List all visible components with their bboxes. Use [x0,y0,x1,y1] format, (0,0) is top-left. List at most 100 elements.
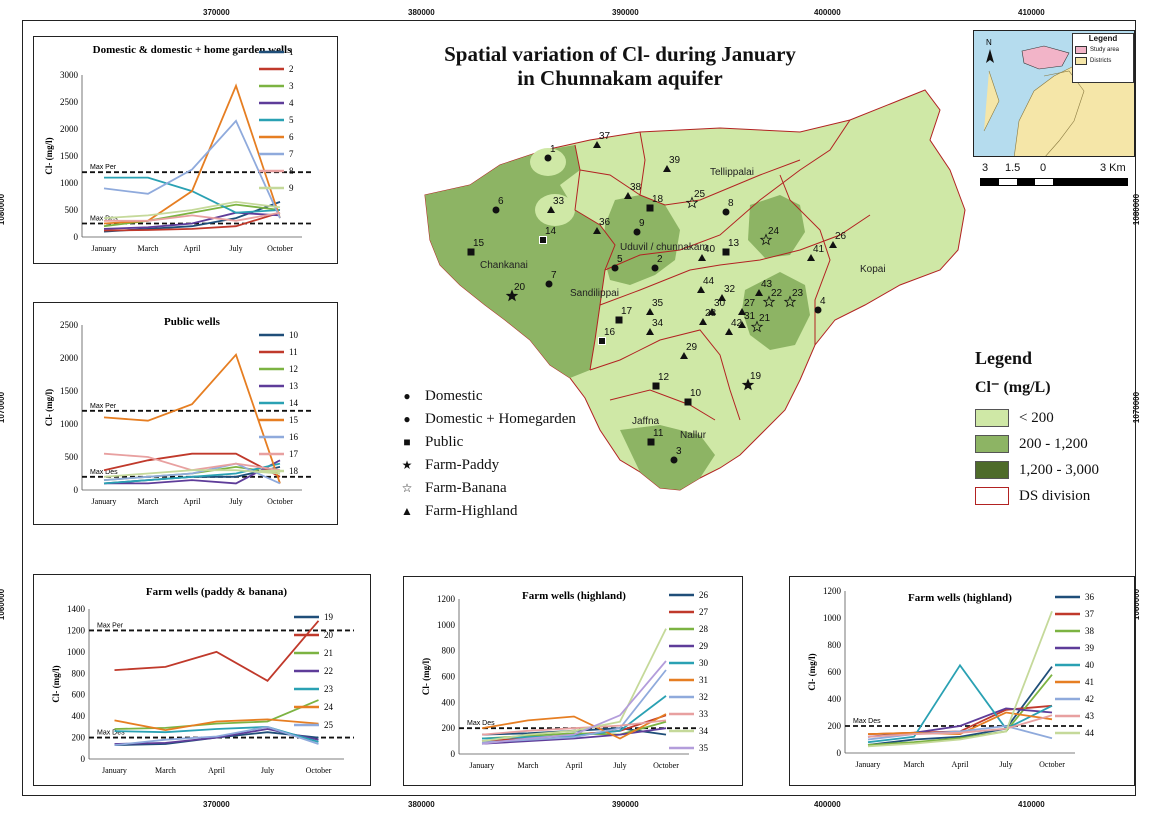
well-marker: 16 [598,327,616,345]
map-frame [22,20,1136,796]
well-number-label: 41 [813,244,825,255]
well-marker: 8 [722,198,734,216]
well-marker: 3 [670,446,682,464]
chart-title: Public wells [164,316,221,328]
well-marker: 15 [467,238,485,256]
filled-square-icon: ■ [403,435,411,449]
legend-class: 200 - 1,200 [975,431,1145,457]
y-tick-label: 500 [65,452,79,462]
well-marker: 4 [814,296,826,314]
well-marker: 35 [646,298,664,315]
x-tick-top: 400000 [814,8,841,17]
legend-swatch [975,409,1009,427]
y-tick-label: 1200 [67,625,86,635]
series-line-35 [481,660,667,745]
y-tick-label: 200 [828,721,842,731]
well-marker: 10 [684,388,702,406]
x-tick-label: July [229,244,242,253]
well-number-label: 12 [658,372,670,383]
legend-item: ■Public [395,431,576,454]
ds-division-boundaries [574,119,871,421]
y-tick-label: 1200 [437,594,456,604]
well-number-label: 2 [657,254,663,265]
series-line-40 [867,663,1053,744]
scale-label: 1.5 [1005,162,1021,174]
y-tick-label: 200 [72,733,86,743]
legend-label: 20 [324,630,334,640]
well-number-label: 22 [771,288,783,299]
y-tick-label: 1000 [60,419,79,429]
aquifer-low-patch [530,148,566,176]
legend-label: 39 [1085,643,1095,653]
well-number-label: 38 [630,182,642,193]
y-tick-label: 800 [72,668,86,678]
reference-line-label: Max Per [90,403,117,410]
x-tick-label: October [267,244,293,253]
legend-unit: Cl⁻ (mg/L) [975,379,1051,396]
y-tick-label: 1000 [67,647,86,657]
legend-label: 8 [289,166,294,176]
well-marker: 22 [762,288,783,308]
x-tick-label: April [184,244,202,253]
well-marker: 29 [680,342,698,359]
legend-label: 29 [699,641,709,651]
y-tick-label: 1400 [67,604,86,614]
open-star-icon: ☆ [401,481,413,495]
well-number-label: 42 [731,318,743,329]
well-number-label: 23 [792,288,804,299]
legend-label: 4 [289,98,294,108]
x-tick-label: July [999,760,1012,769]
legend-label: 30 [699,658,709,668]
inset-legend-item: Districts [1075,57,1131,65]
well-marker: 25 [685,189,706,209]
well-number-label: 9 [639,218,645,229]
legend-label: 13 [289,381,299,391]
well-number-label: 40 [704,244,716,255]
legend-label: 40 [1085,660,1095,670]
well-number-label: 25 [694,189,706,200]
y-tick-label: 1200 [823,586,842,596]
legend-label: 17 [289,449,299,459]
scale-bar-graphic [980,178,1128,186]
legend-label: 36 [1085,592,1095,602]
x-tick-label: July [261,766,274,775]
chart-farm-highland-wells-1: Farm wells (highland)0200400600800100012… [421,590,709,770]
legend-label: 12 [289,364,298,374]
legend-swatch [975,435,1009,453]
y-tick-label: 2500 [60,320,79,330]
x-tick-label: July [229,497,242,506]
legend-label: 14 [289,398,299,408]
y-tick-label: 600 [828,667,842,677]
place-label: Jaffna [632,416,659,427]
reference-line-label: Max Per [90,164,117,171]
well-marker: 20 [505,282,526,302]
reference-line-label: Max Des [90,469,118,476]
well-type-legend: ●Domestic ●Domestic + Homegarden ■Public… [395,385,576,523]
well-marker: 7 [545,270,557,288]
legend-label: 1 [289,47,294,57]
well-marker: 33 [547,196,565,213]
legend-label: 43 [1085,711,1095,721]
map-title: Spatial variation of Cl- during January … [430,42,810,90]
legend-swatch [1075,57,1087,65]
y-tick-label: 0 [837,748,842,758]
scale-label: 3 [982,162,989,174]
well-marker: 12 [652,372,670,390]
well-marker: 19 [741,371,762,391]
well-marker: 6 [492,196,504,214]
well-marker: 17 [615,306,633,324]
chart-farm-highland-wells-2: Farm wells (highland)0200400600800100012… [807,586,1095,769]
series-line-7 [103,119,281,219]
reference-line-label: Max Des [97,730,125,737]
legend-class: 1,200 - 3,000 [975,457,1145,483]
legend-label: 10 [289,330,299,340]
legend-item: ●Domestic [395,385,576,408]
legend-label: 26 [699,590,709,600]
legend-label: 22 [324,666,333,676]
